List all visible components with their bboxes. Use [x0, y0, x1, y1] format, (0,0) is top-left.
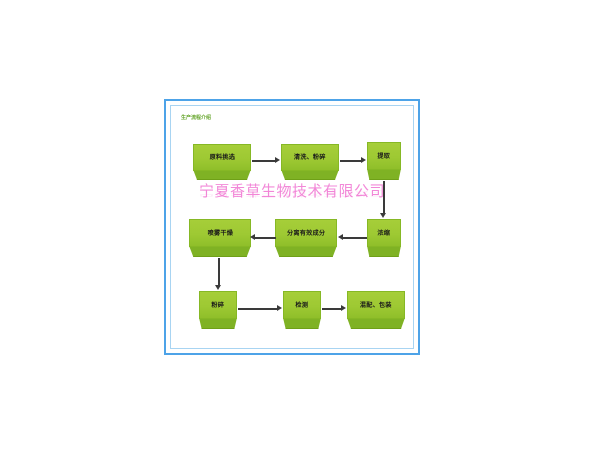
- flow-node-label: 分离有效成分: [286, 229, 326, 237]
- flowchart-frame: 生产流程介绍 原料挑选 清洗、粉碎 提取: [164, 99, 420, 355]
- node-face: 粉碎: [199, 291, 237, 320]
- node-face: 检测: [283, 291, 321, 320]
- node-face: 清洗、粉碎: [281, 144, 339, 171]
- flow-node-label: 粉碎: [211, 301, 225, 309]
- flow-node-label: 浓缩: [377, 229, 391, 237]
- node-face: 混配、包装: [347, 291, 405, 320]
- flowchart-inner-border: 生产流程介绍 原料挑选 清洗、粉碎 提取: [170, 105, 414, 349]
- flow-node-label: 喷雾干燥: [207, 229, 233, 237]
- arrow-head-down-icon: [215, 285, 221, 290]
- node-base: [347, 317, 405, 329]
- flow-node-wash-crush[interactable]: 清洗、粉碎: [281, 144, 339, 180]
- node-face: 原料挑选: [193, 144, 251, 171]
- flow-node-label: 提取: [377, 152, 391, 160]
- node-face: 提取: [367, 142, 401, 171]
- flow-arrow-extract-to-concentrate: [383, 181, 385, 214]
- flow-node-label: 检测: [295, 301, 309, 309]
- node-base: [367, 168, 401, 180]
- arrow-head-left-icon: [338, 234, 343, 240]
- flowchart-canvas: 生产流程介绍 原料挑选 清洗、粉碎 提取: [171, 106, 413, 348]
- flow-arrow-test-to-pack: [322, 308, 342, 310]
- company-watermark: 宁夏香草生物技术有限公司: [198, 182, 385, 200]
- flow-arrow-wash-to-extract: [340, 160, 362, 162]
- flow-arrow-crush-to-test: [238, 308, 278, 310]
- node-base: [199, 317, 237, 329]
- node-base: [367, 245, 401, 257]
- node-face: 喷雾干燥: [189, 219, 251, 248]
- arrow-head-right-icon: [361, 157, 366, 163]
- node-base: [283, 317, 321, 329]
- flow-node-separate[interactable]: 分离有效成分: [275, 219, 337, 257]
- flow-arrow-spray-dry-to-crush: [218, 258, 220, 287]
- node-base: [275, 245, 337, 257]
- flow-node-concentrate[interactable]: 浓缩: [367, 219, 401, 257]
- node-face: 分离有效成分: [275, 219, 337, 248]
- flow-node-label: 原料挑选: [209, 153, 235, 162]
- flow-node-extract[interactable]: 提取: [367, 142, 401, 180]
- flow-node-raw-material[interactable]: 原料挑选: [193, 144, 251, 180]
- node-base: [189, 245, 251, 257]
- arrow-head-down-icon: [380, 213, 386, 218]
- chart-caption: 生产流程介绍: [181, 115, 212, 121]
- flow-arrow-concentrate-to-separate: [343, 237, 367, 239]
- flow-node-label: 清洗、粉碎: [294, 153, 326, 162]
- flow-arrow-separate-to-spray-dry: [255, 237, 276, 239]
- arrow-head-left-icon: [250, 234, 255, 240]
- flow-node-test[interactable]: 检测: [283, 291, 321, 329]
- arrow-head-right-icon: [275, 157, 280, 163]
- arrow-head-right-icon: [341, 305, 346, 311]
- node-face: 浓缩: [367, 219, 401, 248]
- flow-node-pack[interactable]: 混配、包装: [347, 291, 405, 329]
- flow-node-label: 混配、包装: [360, 301, 392, 309]
- arrow-head-right-icon: [277, 305, 282, 311]
- watermark-reflection: 宁夏香草生物技术有限公司: [198, 189, 385, 198]
- flow-node-crush[interactable]: 粉碎: [199, 291, 237, 329]
- flow-node-spray-dry[interactable]: 喷雾干燥: [189, 219, 251, 257]
- flow-arrow-raw-to-wash: [252, 160, 277, 162]
- node-base: [193, 169, 251, 180]
- node-base: [281, 169, 339, 180]
